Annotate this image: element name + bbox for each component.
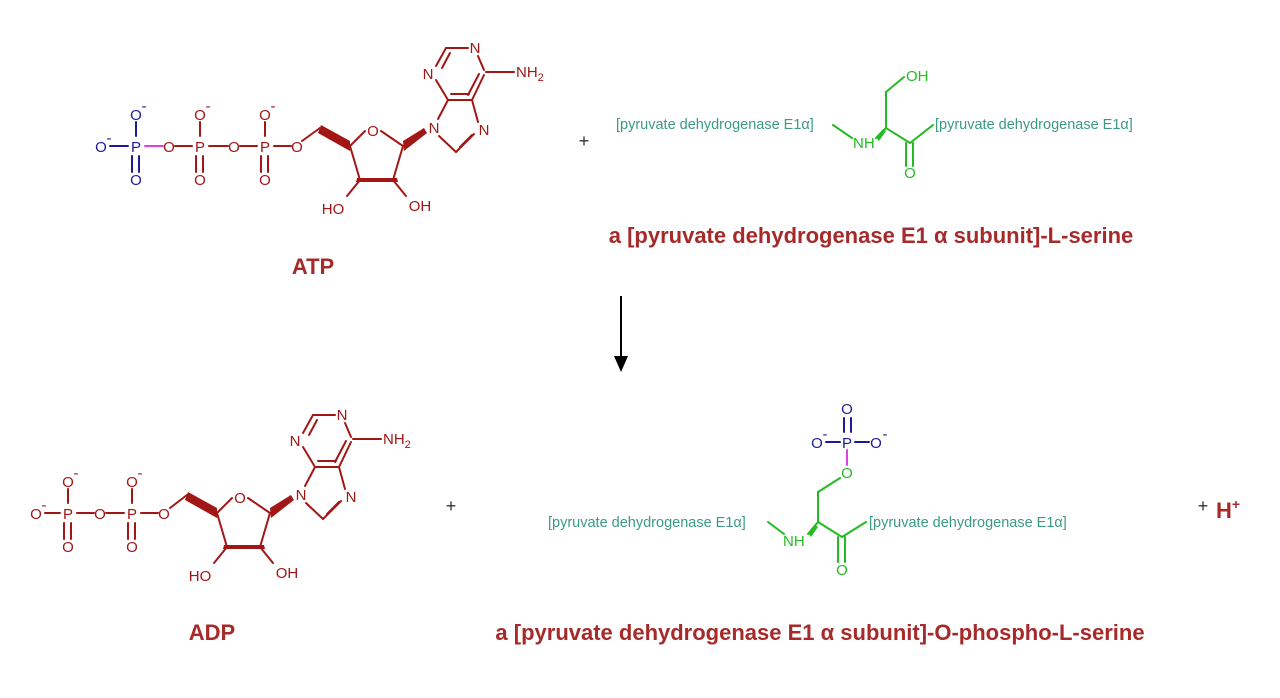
charge-minus: - (206, 98, 211, 115)
adp-atom-labels: O - P O - O O P O - O O O HO OH N N N N … (30, 407, 411, 585)
atp-structure (109, 47, 515, 197)
atom-o: O (126, 474, 138, 491)
atom-nh: NH (853, 135, 875, 152)
atom-o: O (836, 562, 848, 579)
atom-n: N (290, 433, 301, 450)
plus-sign: + (579, 131, 590, 151)
proton: H+ (1216, 496, 1240, 523)
charge-minus: - (42, 497, 47, 514)
atom-p: P (127, 506, 137, 523)
atom-o-ring: O (367, 123, 379, 140)
charge-minus: - (74, 465, 79, 482)
charge-minus: - (107, 130, 112, 147)
phosphoserine-labels: O P O - O - O [pyruvate dehydrogenase E1… (548, 401, 1067, 579)
residue-label-right: [pyruvate dehydrogenase E1α] (869, 515, 1067, 531)
atom-o: O (259, 107, 271, 124)
residue-label-left: [pyruvate dehydrogenase E1α] (548, 515, 746, 531)
atom-n: N (423, 66, 434, 83)
atom-nh2: NH2 (383, 431, 411, 451)
residue-label-right: [pyruvate dehydrogenase E1α] (935, 117, 1133, 133)
atom-n: N (296, 487, 307, 504)
atom-oh: OH (906, 68, 929, 85)
atom-n: N (346, 489, 357, 506)
serine-structure (832, 76, 934, 167)
atom-o: O (194, 107, 206, 124)
atom-o: O (228, 139, 240, 156)
residue-label-left: [pyruvate dehydrogenase E1α] (616, 117, 814, 133)
atom-o: O (126, 539, 138, 556)
adp-name: ADP (189, 620, 235, 645)
atom-o: O (30, 506, 42, 523)
phosphoserine-structure (767, 417, 870, 563)
atom-p: P (131, 139, 141, 156)
charge-minus: - (142, 98, 147, 115)
atom-p: P (842, 435, 852, 452)
atom-ho: HO (189, 568, 212, 585)
atom-o: O (130, 172, 142, 189)
atom-nh2: NH2 (516, 64, 544, 84)
atom-o: O (841, 401, 853, 418)
atom-n: N (479, 122, 490, 139)
plus-sign: + (1198, 496, 1209, 516)
atom-o: O (811, 435, 823, 452)
atom-o: O (130, 107, 142, 124)
atom-oh: OH (409, 198, 432, 215)
atom-o: O (95, 139, 107, 156)
atom-o-ring: O (234, 490, 246, 507)
atom-ho: HO (322, 201, 345, 218)
atp-atom-labels: O - P O - O O P O - O O P O - O O O HO O… (95, 40, 544, 218)
adp-structure (44, 414, 382, 564)
atom-o: O (62, 539, 74, 556)
atom-p: P (63, 506, 73, 523)
atom-o: O (904, 165, 916, 182)
charge-minus: - (883, 426, 888, 443)
atp-name: ATP (292, 254, 334, 279)
atom-n: N (470, 40, 481, 57)
serine-labels: [pyruvate dehydrogenase E1α] [pyruvate d… (616, 68, 1133, 182)
atom-n: N (429, 120, 440, 137)
atom-nh: NH (783, 533, 805, 550)
atom-o: O (194, 172, 206, 189)
atom-n: N (337, 407, 348, 424)
charge-minus: - (823, 426, 828, 443)
atom-p: P (260, 139, 270, 156)
atom-p: P (195, 139, 205, 156)
charge-minus: - (138, 465, 143, 482)
atom-o-ester: O (841, 465, 853, 482)
atom-o: O (62, 474, 74, 491)
atom-o: O (259, 172, 271, 189)
atom-o: O (158, 506, 170, 523)
atom-oh: OH (276, 565, 299, 582)
phosphoserine-name: a [pyruvate dehydrogenase E1 α subunit]-… (495, 620, 1144, 645)
atom-o: O (163, 139, 175, 156)
serine-name: a [pyruvate dehydrogenase E1 α subunit]-… (609, 223, 1134, 248)
atom-o: O (870, 435, 882, 452)
reaction-arrow (614, 296, 628, 372)
atom-o: O (94, 506, 106, 523)
atom-o: O (291, 139, 303, 156)
plus-sign: + (446, 496, 457, 516)
charge-minus: - (271, 98, 276, 115)
